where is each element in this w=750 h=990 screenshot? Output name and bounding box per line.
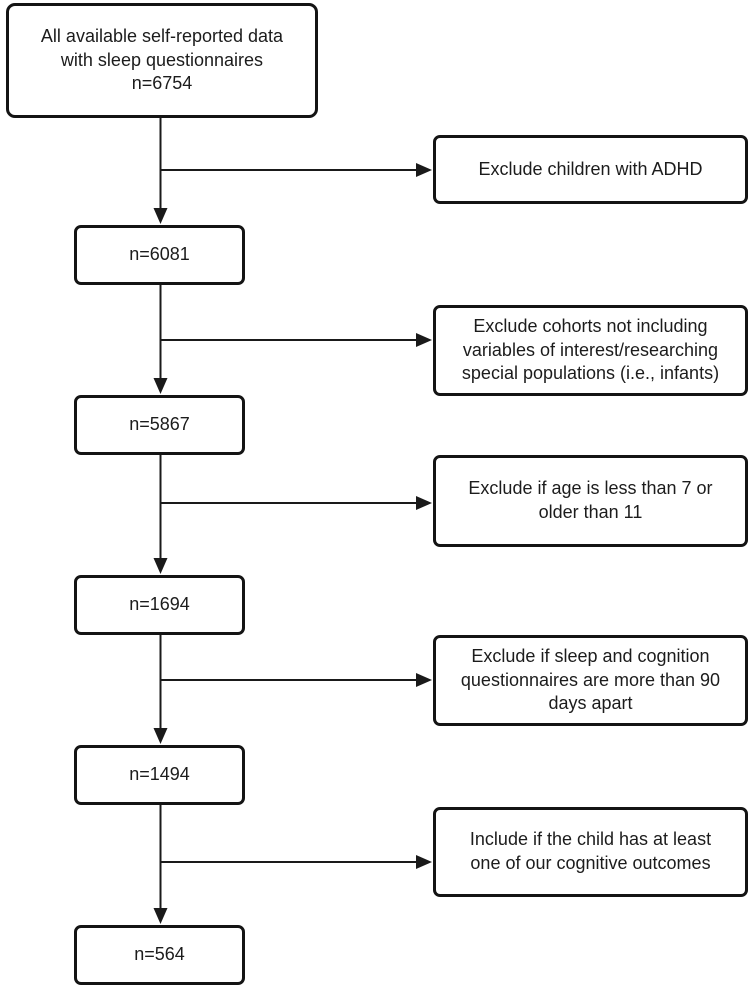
count-box-1: n=6081 <box>74 225 245 285</box>
count-box-2: n=5867 <box>74 395 245 455</box>
criterion-box-3: Exclude if age is less than 7 or older t… <box>433 455 748 547</box>
count-box-5: n=564 <box>74 925 245 985</box>
criterion-box-1: Exclude children with ADHD <box>433 135 748 204</box>
criterion-box-4: Exclude if sleep and cognition questionn… <box>433 635 748 726</box>
criterion-box-2: Exclude cohorts not including variables … <box>433 305 748 396</box>
count-box-3: n=1694 <box>74 575 245 635</box>
start-box: All available self-reported data with sl… <box>6 3 318 118</box>
count-box-4: n=1494 <box>74 745 245 805</box>
criterion-box-5: Include if the child has at least one of… <box>433 807 748 897</box>
